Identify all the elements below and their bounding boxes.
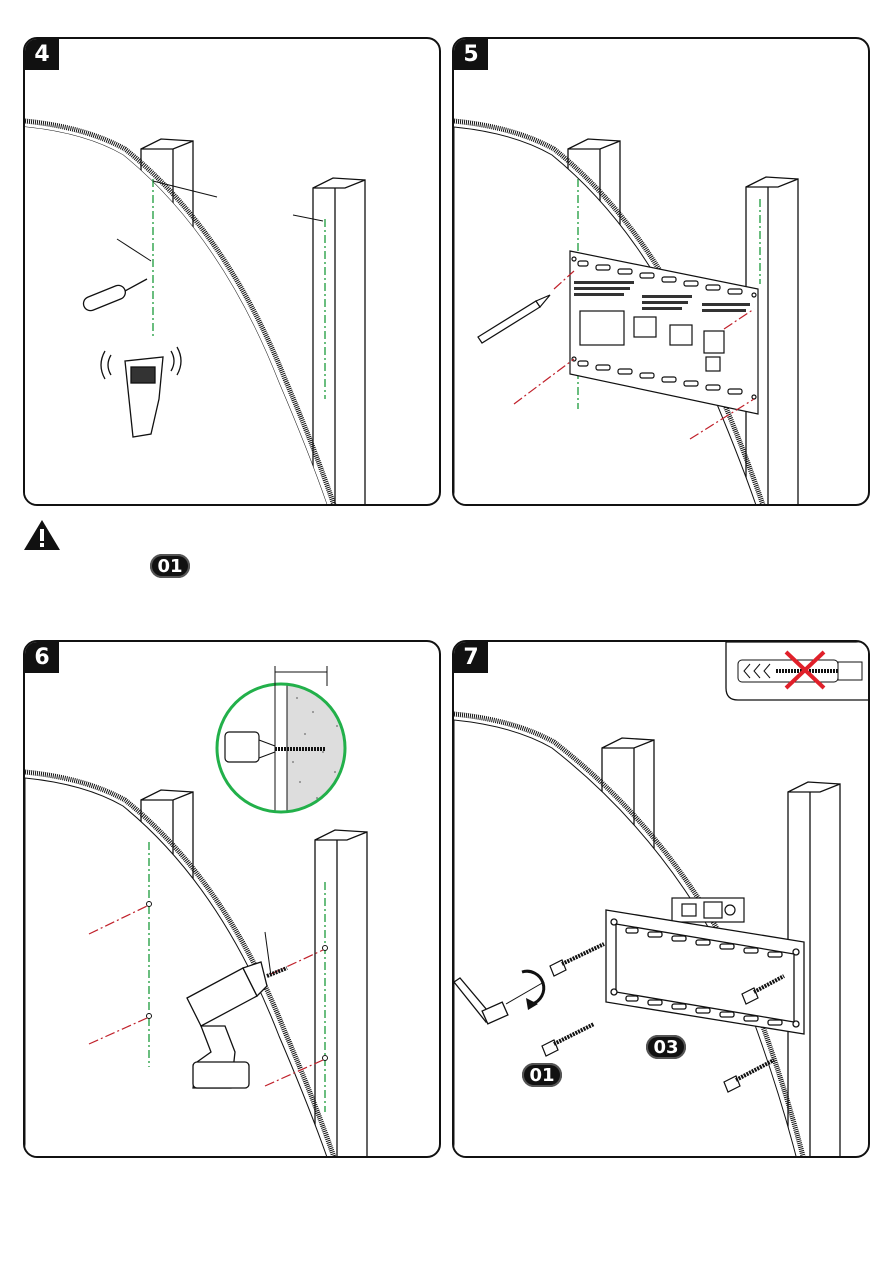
step-5-number: 5	[454, 39, 488, 70]
step-6-illustration	[25, 642, 441, 1158]
step-4-illustration	[25, 39, 441, 506]
bracket-part-badge: 03	[646, 1035, 686, 1059]
step-7-panel: 7	[452, 640, 870, 1158]
warning-note	[22, 518, 62, 556]
no-anchor-inset	[726, 642, 870, 700]
drill-depth-magnifier	[215, 682, 357, 822]
step-5-panel: 5	[452, 37, 870, 506]
spirit-level-tool	[672, 898, 744, 922]
step-4-number: 4	[25, 39, 59, 70]
step-6-number: 6	[25, 642, 59, 673]
wall-stud-right	[313, 178, 365, 506]
warning-part-badge: 01	[150, 554, 190, 578]
wall-stud-right	[315, 830, 367, 1158]
step-6-panel: 6	[23, 640, 441, 1158]
step-4-panel: 4	[23, 37, 441, 506]
step-7-number: 7	[454, 642, 488, 673]
bolt-part-badge: 01	[522, 1063, 562, 1087]
step-5-illustration	[454, 39, 870, 506]
warning-triangle-icon	[22, 518, 62, 552]
step-7-illustration	[454, 642, 870, 1158]
